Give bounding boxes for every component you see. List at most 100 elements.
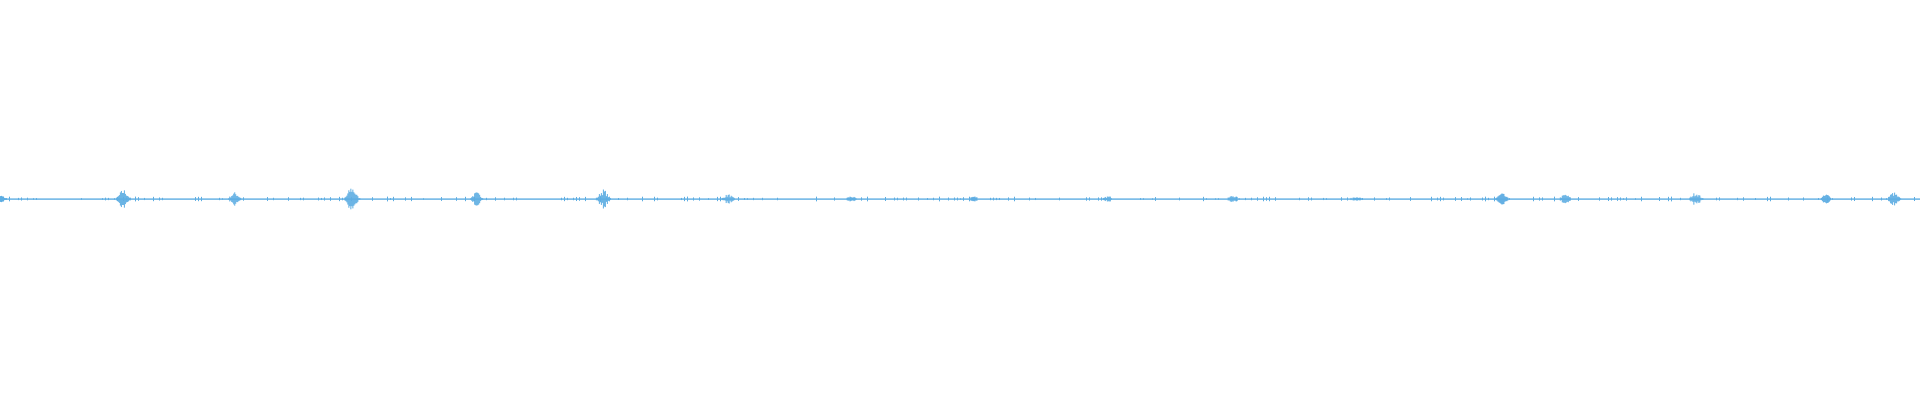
waveform-sample	[1350, 197, 1352, 201]
waveform-sample	[1823, 195, 1825, 203]
waveform-sample	[236, 196, 238, 202]
waveform-sample	[117, 196, 119, 202]
waveform-noise-sample	[6, 198, 7, 200]
waveform-sample	[601, 195, 603, 203]
waveform-noise-sample	[720, 196, 721, 202]
waveform-sample	[1701, 198, 1703, 200]
waveform-burst	[228, 192, 242, 206]
waveform-sample	[1354, 197, 1356, 201]
waveform-noise-sample	[1872, 196, 1873, 202]
waveform-sample	[1897, 196, 1899, 202]
waveform-burst	[1495, 193, 1509, 205]
waveform-sample	[850, 197, 852, 201]
waveform-sample	[970, 197, 972, 201]
waveform-sample	[1228, 197, 1230, 201]
waveform-noise-sample	[1455, 197, 1456, 201]
waveform-noise-sample	[1554, 196, 1555, 202]
waveform-sample	[1562, 195, 1564, 203]
waveform-sample	[2, 196, 3, 202]
waveform-sample	[607, 197, 609, 201]
waveform-sample	[848, 197, 850, 201]
waveform-noise-sample	[753, 197, 754, 201]
waveform-noise-sample	[852, 197, 853, 201]
waveform-sample	[733, 197, 735, 201]
waveform-noise-sample	[627, 197, 628, 201]
waveform-sample	[231, 195, 233, 203]
waveform-noise-sample	[1266, 197, 1267, 201]
waveform-sample	[976, 197, 978, 201]
waveform-noise-sample	[1098, 197, 1099, 201]
waveform-sample	[1231, 196, 1233, 202]
waveform-sample	[725, 194, 727, 204]
waveform-sample	[237, 195, 239, 203]
waveform-noise-sample	[1443, 197, 1444, 201]
waveform-noise-sample	[762, 197, 763, 201]
waveform-sample	[1559, 197, 1561, 201]
waveform-sample	[1561, 195, 1563, 203]
waveform-noise-sample	[576, 196, 577, 202]
waveform-sample	[1110, 198, 1112, 200]
waveform-noise-sample	[135, 196, 136, 202]
waveform-noise-sample	[1323, 197, 1324, 201]
waveform-noise-sample	[345, 197, 346, 201]
waveform-noise-sample	[1788, 197, 1789, 201]
waveform-noise-sample	[708, 198, 709, 200]
waveform-sample	[1357, 197, 1359, 201]
waveform-noise-sample	[1719, 197, 1720, 201]
waveform-sample	[721, 198, 723, 200]
waveform-noise-sample	[201, 196, 202, 202]
waveform-noise-sample	[861, 197, 862, 201]
waveform-sample	[1104, 196, 1106, 202]
waveform-noise-sample	[288, 197, 289, 201]
waveform-noise-sample	[33, 198, 34, 200]
waveform-noise-sample	[1620, 197, 1621, 201]
waveform-noise-sample	[108, 197, 109, 201]
waveform-noise-sample	[1737, 197, 1738, 201]
waveform-sample	[358, 198, 360, 200]
waveform-sample	[1699, 195, 1701, 203]
waveform-sample	[475, 192, 477, 206]
waveform-sample	[472, 196, 474, 202]
waveform-noise-sample	[1269, 196, 1270, 202]
waveform-sample	[853, 196, 855, 202]
waveform-sample	[849, 196, 851, 202]
waveform-noise-sample	[1851, 197, 1852, 201]
waveform-noise-sample	[1680, 197, 1681, 201]
waveform-sample	[126, 195, 128, 203]
waveform-noise-sample	[474, 197, 475, 201]
waveform-noise-sample	[1275, 197, 1276, 201]
waveform-noise-sample	[1716, 197, 1717, 201]
waveform-noise-sample	[948, 197, 949, 201]
waveform-burst	[721, 194, 735, 204]
waveform-noise-sample	[387, 196, 388, 202]
waveform-noise-sample	[990, 197, 991, 201]
waveform-sample	[1691, 197, 1693, 201]
waveform-noise-sample	[1308, 197, 1309, 201]
waveform-sample	[1359, 197, 1361, 201]
waveform-noise-sample	[816, 196, 817, 202]
waveform-noise-sample	[1827, 196, 1828, 202]
waveform-sample	[1503, 193, 1505, 205]
waveform-sample	[598, 194, 600, 204]
waveform-noise-sample	[597, 197, 598, 201]
waveform-sample	[1888, 196, 1890, 202]
waveform-sample	[1693, 193, 1695, 205]
waveform-sample	[1900, 198, 1902, 200]
waveform-sample	[1893, 195, 1895, 203]
waveform-noise-sample	[1299, 197, 1300, 201]
waveform-sample	[238, 196, 240, 202]
waveform-noise-sample	[1143, 198, 1144, 200]
waveform-noise-sample	[195, 197, 196, 201]
waveform-sample	[1238, 198, 1240, 200]
waveform-sample	[355, 194, 357, 204]
waveform-sample	[600, 193, 602, 205]
waveform-sample	[1109, 196, 1111, 202]
waveform-noise-sample	[618, 198, 619, 200]
waveform-noise-sample	[1755, 198, 1756, 200]
waveform-sample	[1886, 198, 1888, 200]
waveform-noise-sample	[456, 197, 457, 201]
waveform-noise-sample	[267, 197, 268, 201]
waveform-noise-sample	[372, 197, 373, 201]
waveform-sample	[1502, 193, 1504, 205]
waveform-noise-sample	[1386, 198, 1387, 200]
